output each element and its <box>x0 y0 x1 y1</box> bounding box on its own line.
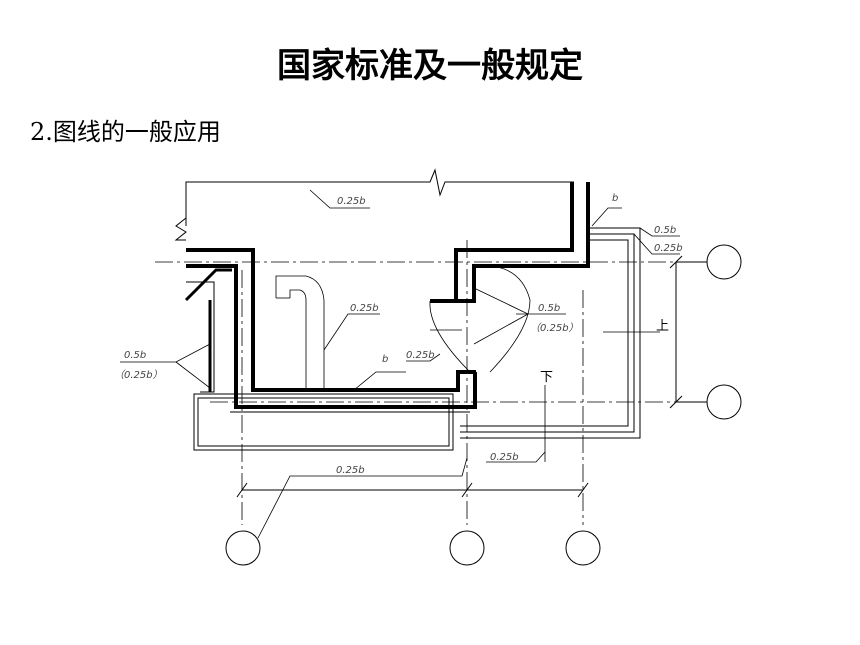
axis-bubble-a <box>706 244 742 280</box>
label-door-quarter-b: （0.25b） <box>530 322 579 334</box>
label-stair-line: 0.25b <box>490 452 519 463</box>
thick-walls <box>186 182 590 409</box>
center-lines <box>155 240 700 525</box>
label-stair-up: 上 <box>656 319 669 334</box>
axis-bubble-1 <box>225 530 261 566</box>
axis-bubbles <box>225 244 742 566</box>
label-b-bottom: b <box>382 354 388 365</box>
break-line-outline <box>174 168 574 241</box>
label-door-line: 0.25b <box>406 350 435 361</box>
label-half-b-right: 0.5b <box>654 225 676 236</box>
label-top-wall: 0.25b <box>337 196 366 207</box>
page-title: 国家标准及一般规定 <box>277 46 583 86</box>
label-stair-down: 下 <box>540 370 553 385</box>
dimension-lines <box>236 255 683 498</box>
label-bottom-dim: 0.25b <box>336 465 365 476</box>
axis-bubble-2 <box>449 530 485 566</box>
axis-bubble-b <box>706 384 742 420</box>
label-left-half-b: 0.5b <box>124 350 146 361</box>
section-subtitle: 2.图线的一般应用 <box>30 118 221 146</box>
label-left-quarter-b: （0.25b） <box>114 369 163 381</box>
leader-lines <box>120 189 680 539</box>
door-swing <box>429 265 531 373</box>
left-slant-wall <box>184 268 232 392</box>
label-quarter-b-right: 0.25b <box>654 243 683 254</box>
label-inner-wall: 0.25b <box>350 303 379 314</box>
duct-outline <box>275 275 325 390</box>
axis-bubble-3 <box>565 530 601 566</box>
thin-outer-lines <box>186 227 641 451</box>
label-b-right: b <box>612 193 618 204</box>
label-door-half-b: 0.5b <box>538 303 560 314</box>
